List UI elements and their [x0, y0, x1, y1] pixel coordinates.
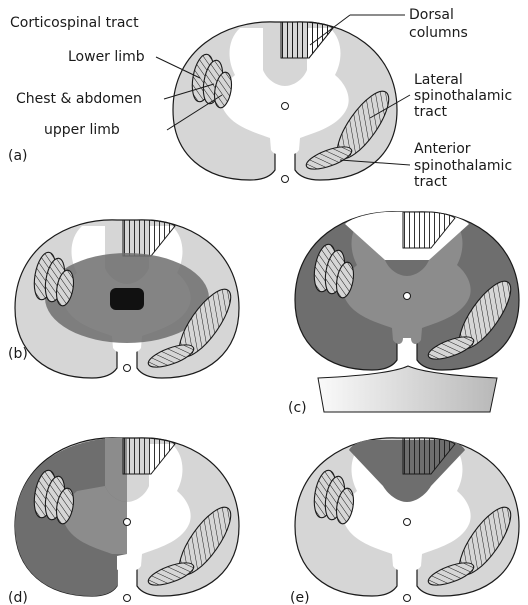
label-anterior-1: Anterior — [414, 141, 471, 157]
panel-label-a: (a) — [8, 148, 28, 164]
label-corticospinal: Corticospinal tract — [10, 15, 139, 31]
panel-label-d: (d) — [8, 590, 28, 605]
central-haemorrhage — [110, 288, 144, 310]
panel-d-cord — [15, 438, 239, 596]
vertebral-fragment — [318, 366, 497, 412]
panel-label-b: (b) — [8, 346, 28, 362]
label-dorsal-2: columns — [409, 25, 468, 41]
label-dorsal-1: Dorsal — [409, 7, 454, 23]
label-chest-abdomen: Chest & abdomen — [16, 91, 142, 107]
label-anterior-2: spinothalamic — [414, 158, 512, 174]
label-lateral-3: tract — [414, 104, 448, 120]
label-lower-limb: Lower limb — [68, 49, 145, 65]
panel-b-cord — [15, 220, 239, 378]
label-lateral-2: spinothalamic — [414, 88, 512, 104]
panel-c-cord — [295, 212, 519, 370]
panel-a-cord — [173, 22, 397, 180]
label-anterior-3: tract — [414, 174, 448, 190]
label-upper-limb: upper limb — [44, 122, 120, 138]
panel-label-c: (c) — [288, 400, 307, 416]
panel-label-e: (e) — [290, 590, 310, 605]
panel-e-cord — [295, 438, 519, 596]
label-lateral-1: Lateral — [414, 72, 463, 88]
